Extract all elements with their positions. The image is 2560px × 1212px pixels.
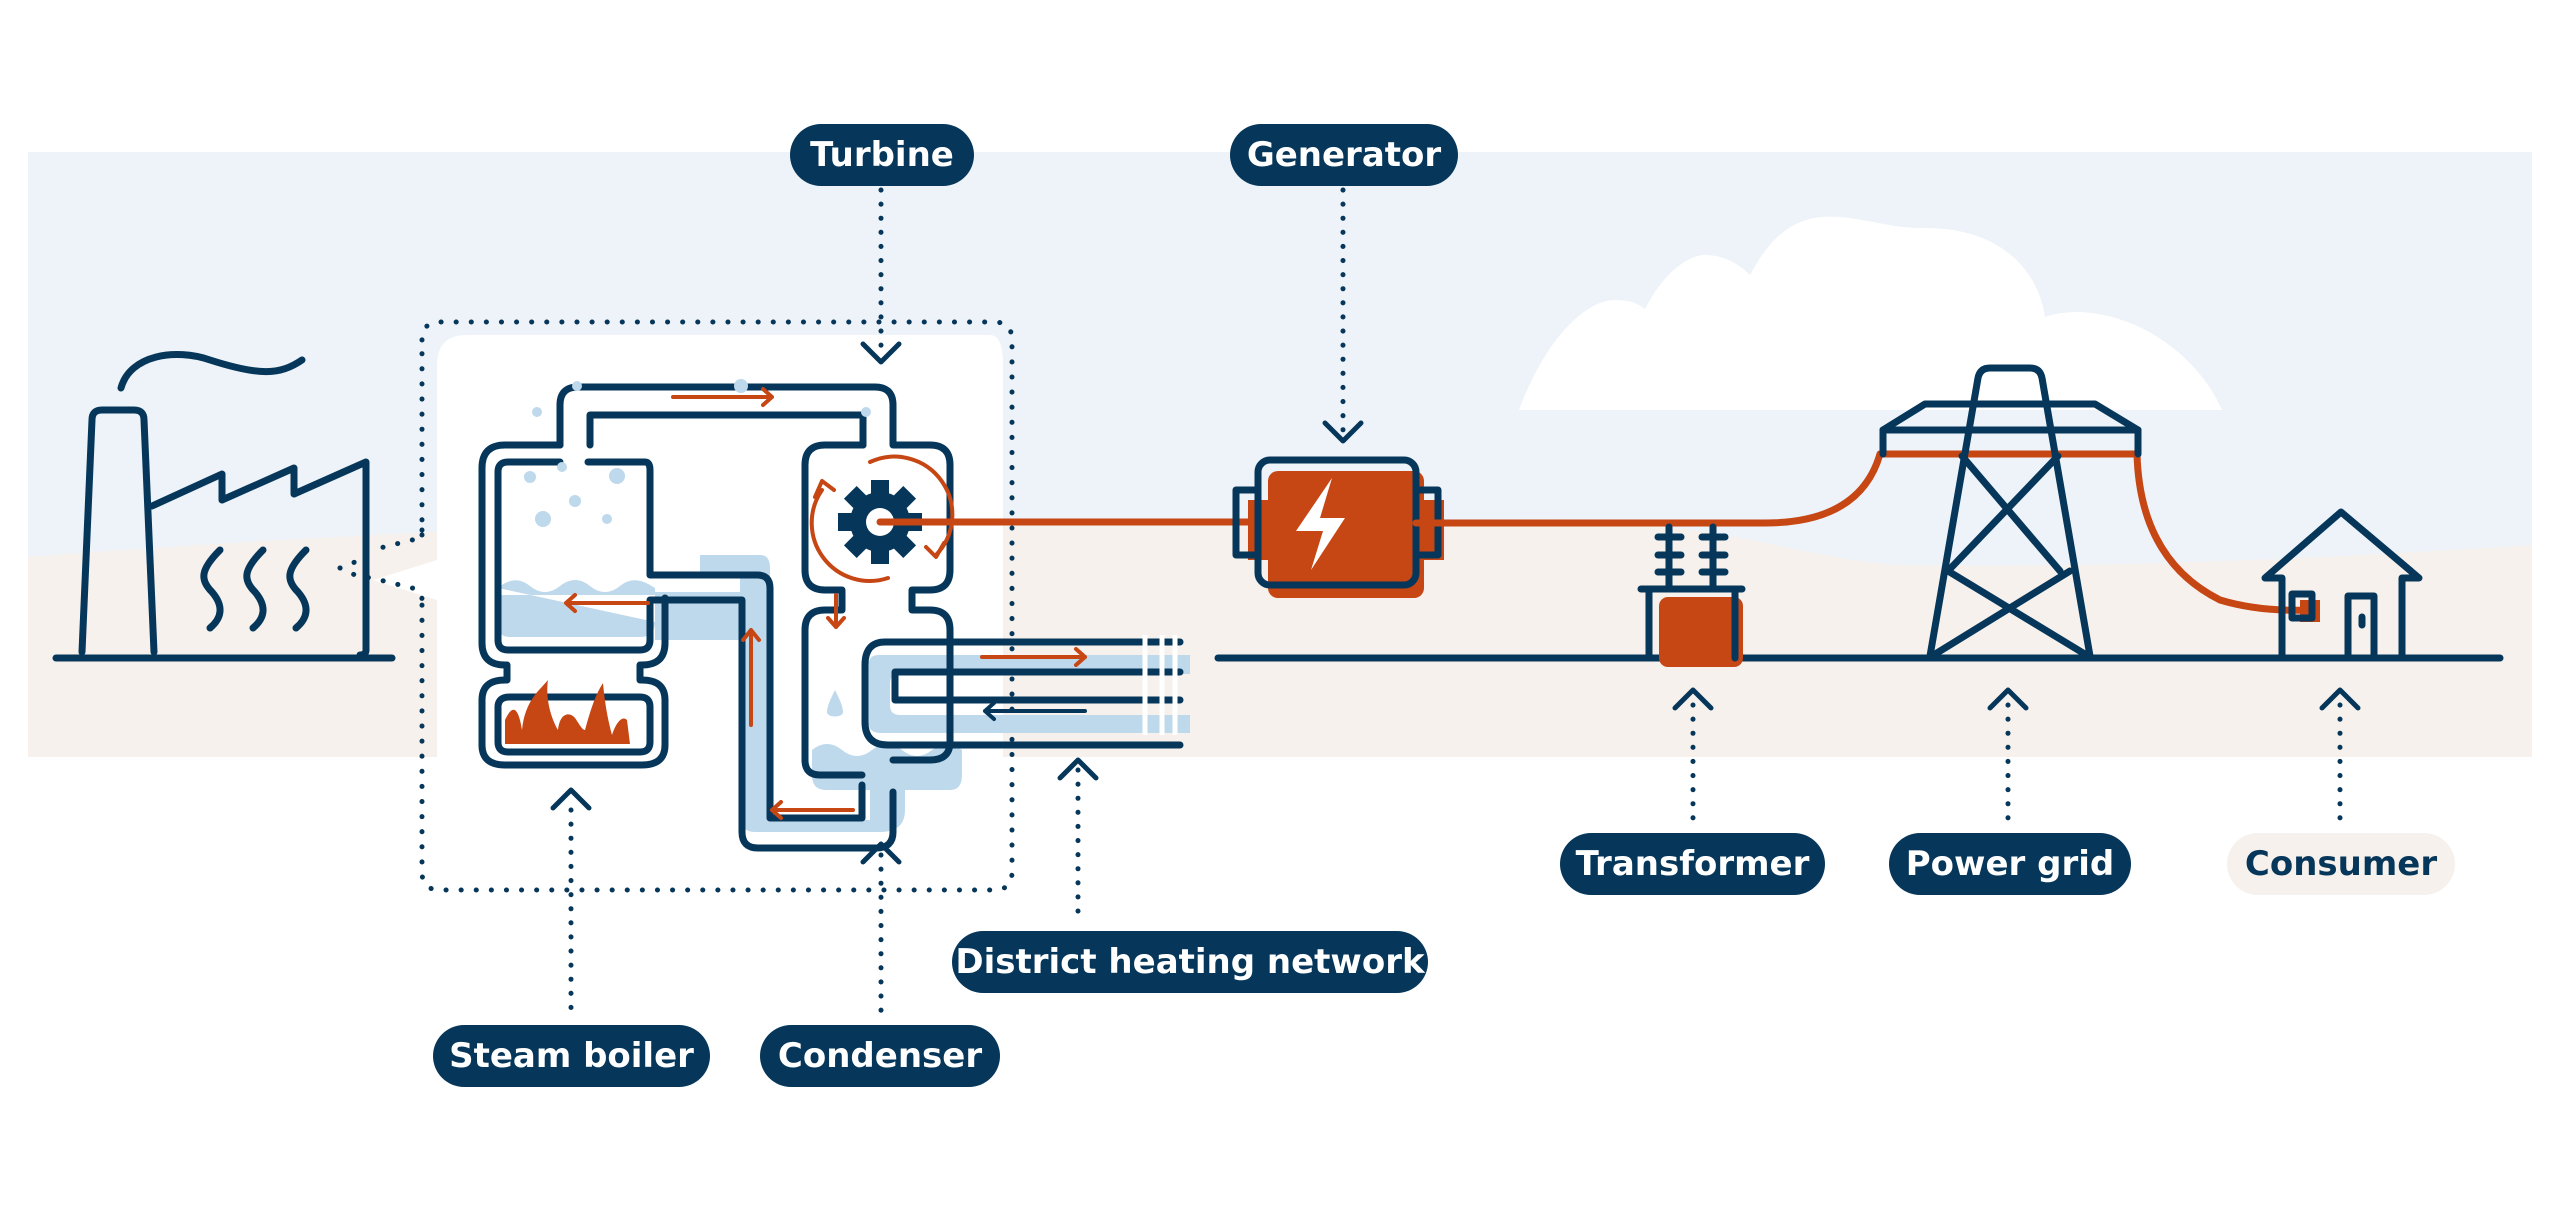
return-pipe-water <box>700 555 905 832</box>
label-district-heating-network: District heating network <box>952 931 1428 993</box>
flame-icon <box>505 680 630 744</box>
leader-chevrons <box>550 341 2361 865</box>
lightning-bolt-icon <box>1232 456 1444 598</box>
rotation-arrows <box>809 454 955 583</box>
plant-boundary-dashed <box>419 319 1015 893</box>
chevron-down-icon <box>1322 420 1364 444</box>
label-turbine: Turbine <box>790 124 974 186</box>
power-tower-icon <box>1879 364 2142 660</box>
label-transformer: Transformer <box>1560 833 1825 895</box>
boiler-chamber <box>584 458 866 822</box>
factory-icon <box>52 351 396 662</box>
water-drop-icon <box>827 690 843 717</box>
steam-boiler-shell <box>478 441 669 769</box>
fire-chamber <box>494 693 654 756</box>
cloud-icon <box>1519 216 2222 410</box>
landscape-background <box>28 152 2532 757</box>
house-icon <box>2261 508 2423 662</box>
chimney <box>78 406 158 656</box>
power-cable <box>1412 450 2314 614</box>
arrow-steam-right <box>671 387 774 407</box>
chevron-up-icon <box>1672 687 1714 711</box>
arrow-condenser-down <box>826 593 846 629</box>
arrow-heating-return <box>983 701 1087 721</box>
label-consumer: Consumer <box>2227 833 2455 895</box>
smoke-wave <box>117 351 306 392</box>
steam-bubbles <box>524 379 871 527</box>
heat-wave-2 <box>243 546 267 632</box>
arrow-return-left <box>564 593 650 613</box>
chevron-up-icon <box>860 841 902 865</box>
chevron-up-icon <box>550 787 592 811</box>
turbine-housing <box>801 441 867 779</box>
leader-lines <box>568 187 2343 1021</box>
label-condenser: Condenser <box>760 1025 1000 1087</box>
water-fills <box>498 555 1190 832</box>
heating-pipe-outer <box>861 638 1184 749</box>
chevron-down-icon <box>860 341 902 365</box>
flow-arrows <box>564 387 1087 820</box>
arrow-heating-out <box>980 647 1087 667</box>
arrow-bottom-left <box>770 800 855 820</box>
chevron-up-icon <box>1987 687 2029 711</box>
label-power-grid: Power grid <box>1889 833 2131 895</box>
label-steam-boiler: Steam boiler <box>433 1025 710 1087</box>
heat-wave-1 <box>200 546 224 632</box>
factory-connector-dashed <box>337 527 425 603</box>
transformer-icon <box>1637 523 1746 667</box>
chevron-up-icon <box>2319 687 2361 711</box>
pipe-end-breaks <box>1142 635 1178 735</box>
heat-wave-3 <box>286 546 310 632</box>
chevron-up-icon <box>1057 757 1099 781</box>
label-generator: Generator <box>1230 124 1458 186</box>
condenser-water <box>812 744 962 790</box>
boiler-water <box>498 580 740 640</box>
arrow-return-up <box>741 628 761 727</box>
heating-pipe-inner <box>891 668 1184 704</box>
